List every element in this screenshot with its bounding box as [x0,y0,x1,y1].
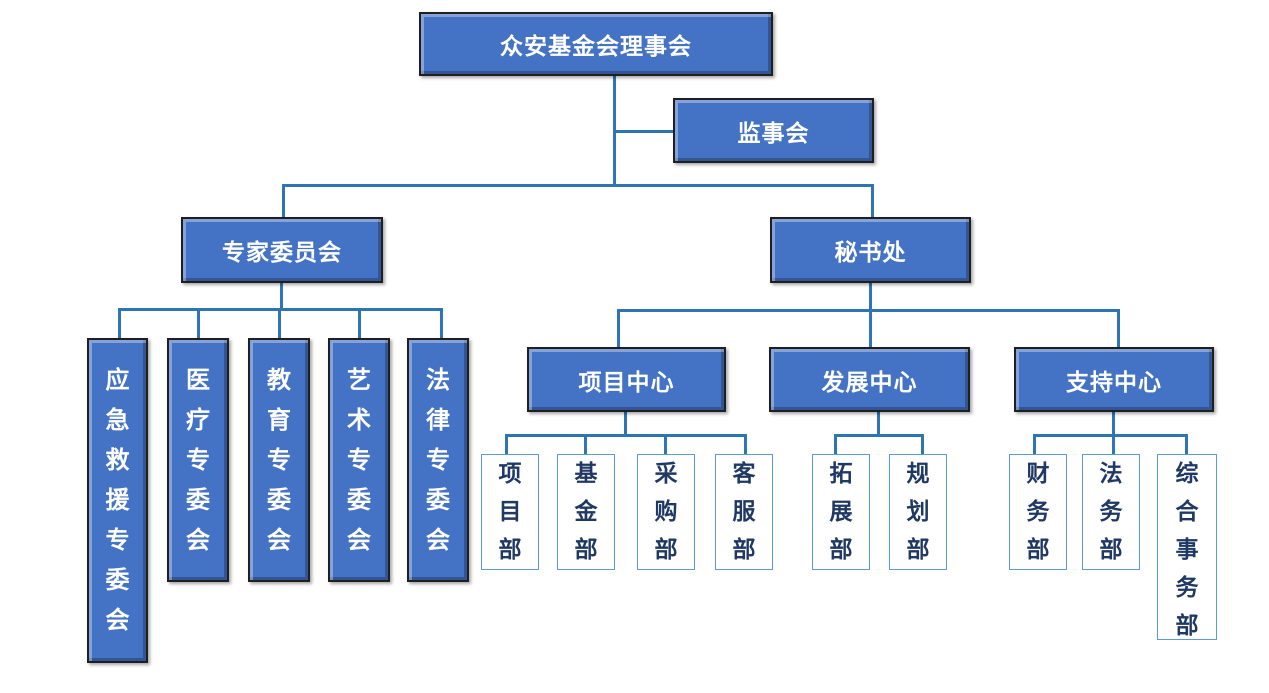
connector [118,308,121,338]
subcommittee-arts: 艺术专委会 [328,338,390,582]
connector [584,434,587,454]
department-label: 综合事务部 [1175,461,1199,639]
department-box: 采购部 [637,454,695,570]
connector [617,309,1120,312]
connector [282,184,285,218]
subcommittee-legal: 法律专委会 [407,338,469,582]
supervisors-label: 监事会 [737,120,810,147]
connector [877,412,880,436]
connector [358,308,361,338]
connector [1112,434,1115,454]
secretariat-label: 秘书处 [834,240,907,266]
connector [613,130,674,133]
department-box: 项目部 [481,454,539,570]
department-box: 拓展部 [812,454,870,570]
connector [871,184,874,218]
department-box: 规划部 [889,454,947,570]
connector [440,308,443,338]
expert-committee-label: 专家委员会 [222,240,342,266]
connector [505,434,508,454]
department-label: 规划部 [906,461,930,563]
department-box: 综合事务部 [1157,454,1217,640]
subcommittee-label: 医疗专委会 [185,366,210,554]
center-label: 项目中心 [578,369,675,396]
secretariat-box: 秘书处 [770,217,971,283]
connector [1112,412,1115,436]
connector [624,412,627,436]
connector [664,434,667,454]
board-label: 众安基金会理事会 [500,34,692,60]
connector [280,283,283,310]
subcommittee-label: 法律专委会 [425,366,450,554]
subcommittee-label: 艺术专委会 [346,366,371,554]
center-label: 支持中心 [1066,369,1162,396]
connector [505,434,747,437]
connector [282,184,874,187]
department-label: 客服部 [732,461,756,563]
subcommittee-label: 教育专委会 [266,366,291,554]
department-label: 财务部 [1026,461,1050,563]
department-label: 采购部 [654,461,678,563]
development-center-box: 发展中心 [769,347,970,412]
connector [921,434,924,454]
subcommittee-medical: 医疗专委会 [167,338,229,582]
connector [834,434,837,454]
subcommittee-education: 教育专委会 [248,338,310,582]
department-box: 财务部 [1009,454,1067,570]
department-label: 拓展部 [829,461,853,563]
expert-committee-box: 专家委员会 [181,217,383,283]
department-label: 基金部 [574,461,598,563]
subcommittee-label: 应急救援专委会 [105,366,130,634]
center-label: 发展中心 [821,369,918,396]
connector [744,434,747,454]
department-box: 法务部 [1082,454,1140,570]
connector [1185,434,1188,454]
department-box: 客服部 [715,454,773,570]
connector [278,308,281,338]
department-box: 基金部 [557,454,615,570]
support-center-box: 支持中心 [1014,347,1214,412]
connector [869,283,872,311]
subcommittee-emergency: 应急救援专委会 [87,338,148,663]
board-box: 众安基金会理事会 [419,12,773,76]
connector [1033,434,1188,437]
project-center-box: 项目中心 [527,347,726,412]
connector [1033,434,1036,454]
connector [617,309,620,347]
supervisors-box: 监事会 [673,98,874,163]
connector [197,308,200,338]
connector [869,309,872,347]
department-label: 项目部 [498,461,522,563]
connector [834,434,924,437]
department-label: 法务部 [1099,461,1123,563]
connector [1117,309,1120,347]
